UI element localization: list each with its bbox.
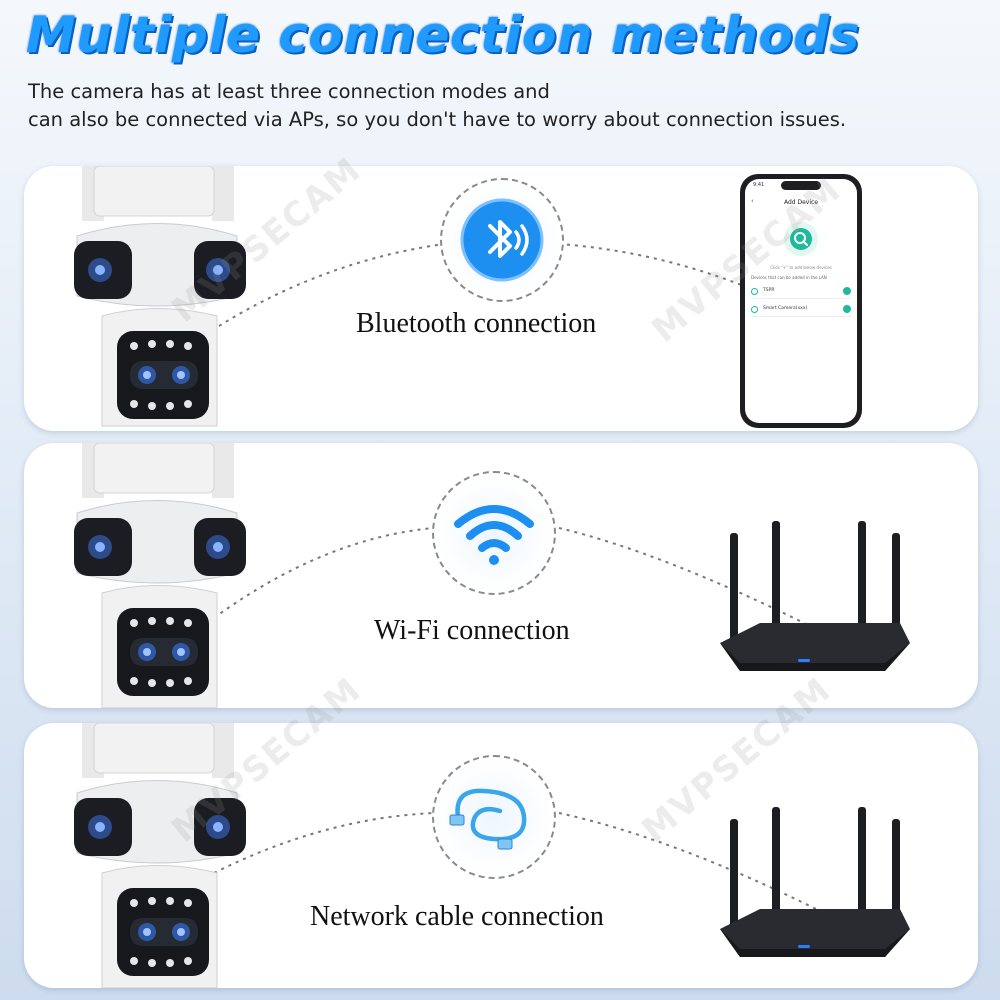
subtitle-line-2: can also be connected via APs, so you do… [28, 108, 847, 131]
wifi-panel: Wi-Fi connection [24, 443, 978, 708]
ethernet-cable-icon [449, 788, 527, 850]
device-name: Smart Camera(xxx) [763, 306, 808, 311]
camera-image [74, 723, 246, 988]
device-name: TSPR [763, 288, 775, 293]
wifi-icon [454, 505, 534, 565]
add-device-icon[interactable] [843, 305, 851, 313]
device-icon [751, 306, 758, 313]
phone-section-label: Devices that can be added in the LAN [751, 275, 827, 280]
connection-label: Wi-Fi connection [374, 615, 570, 646]
page-title: Multiple connection methods [26, 6, 860, 64]
connection-dotted-line [213, 812, 825, 914]
device-icon [751, 288, 758, 295]
camera-image [74, 443, 246, 708]
router-image [720, 807, 910, 957]
connection-dotted-line [218, 243, 745, 327]
bluetooth-icon [460, 198, 544, 282]
connection-label: Network cable connection [310, 901, 604, 932]
search-device-icon [784, 222, 818, 256]
router-image [720, 521, 910, 671]
ethernet-cable-icon-halo [432, 755, 556, 879]
phone-time: 9:41 [753, 182, 765, 188]
connection-label: Bluetooth connection [356, 308, 597, 339]
phone-screen: 9:41 ‹ Add Device Click "+" to add below… [745, 179, 857, 423]
back-arrow-icon: ‹ [751, 197, 754, 205]
network-cable-panel: Network cable connection [24, 723, 978, 988]
camera-image [74, 166, 246, 427]
subtitle-line-1: The camera has at least three connection… [28, 80, 550, 103]
smartphone-image: 9:41 ‹ Add Device Click "+" to add below… [740, 174, 862, 428]
phone-device-row-2[interactable]: Smart Camera(xxx) [751, 303, 851, 317]
bluetooth-panel: Bluetooth connection 9:41 ‹ Add Device C… [24, 166, 978, 431]
phone-notch [781, 181, 821, 190]
bluetooth-icon-halo [440, 178, 564, 302]
page-subtitle: The camera has at least three connection… [28, 78, 993, 134]
phone-device-row-1[interactable]: TSPR [751, 285, 851, 299]
wifi-icon-halo [432, 471, 556, 595]
phone-hint: Click "+" to add below devices [770, 265, 832, 270]
add-device-icon[interactable] [843, 287, 851, 295]
phone-screen-title: Add Device [783, 199, 819, 206]
